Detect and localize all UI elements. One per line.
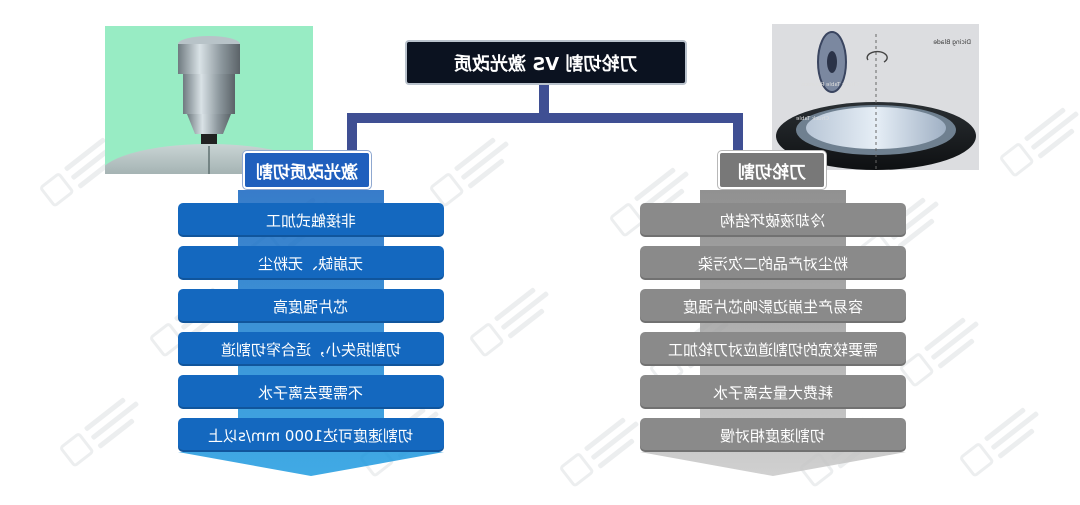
laser-item-text: 无崩缺、无粉尘: [258, 254, 364, 273]
blade-item-text: 耗费大量去离子水: [712, 383, 833, 402]
watermark-mark: [465, 277, 565, 370]
page-title: 刀轮切割 VS 激光改质: [405, 40, 687, 85]
laser-item: 无崩缺、无粉尘: [178, 246, 444, 280]
photo-label-dicing-blade: Dicing Blade: [933, 39, 971, 46]
blade-item: 需要较宽的切割道应对刀轮加工: [640, 332, 906, 366]
laser-item: 不需要去离子水: [178, 375, 444, 409]
blade-column-header: 刀轮切割: [718, 151, 826, 189]
blade-item-text: 需要较宽的切割道应对刀轮加工: [667, 340, 878, 359]
laser-item-text: 切割损失小，适合窄切割道: [220, 340, 401, 359]
blade-header-text: 刀轮切割: [738, 162, 806, 183]
blade-item: 耗费大量去离子水: [640, 375, 906, 409]
blade-item: 冷却液破坏结构: [640, 203, 906, 237]
photo-label-chuck-rotation: Chuck Table Rotation: [801, 82, 859, 88]
laser-item: 非接触式加工: [178, 203, 444, 237]
laser-item: 芯片强度高: [178, 289, 444, 323]
laser-item: 切割速度可达1000 mm/s以上: [178, 418, 444, 452]
watermark-mark: [895, 307, 995, 400]
blade-item: 切割速度相对慢: [640, 418, 906, 452]
dicing-blade-photo: Dicing Blade Chuck Table Rotation Chuck …: [772, 24, 979, 170]
laser-item-text: 不需要去离子水: [258, 383, 364, 402]
watermark-mark: [55, 387, 155, 480]
laser-item-text: 切割速度可达1000 mm/s以上: [208, 426, 414, 445]
laser-item-text: 芯片强度高: [273, 297, 349, 316]
title-text: 刀轮切割 VS 激光改质: [454, 53, 638, 75]
laser-item-text: 非接触式加工: [265, 211, 356, 230]
dicing-blade-icon: Dicing Blade Chuck Table Rotation Chuck …: [776, 31, 976, 170]
blade-item: 粉尘对产品的二次污染: [640, 246, 906, 280]
laser-column-header: 激光改质切割: [243, 151, 371, 189]
watermark-mark: [995, 97, 1080, 190]
blade-item: 容易产生崩边影响芯片强度: [640, 289, 906, 323]
blade-item-text: 容易产生崩边影响芯片强度: [682, 297, 863, 316]
watermark-mark: [955, 397, 1055, 490]
blade-item-text: 切割速度相对慢: [720, 426, 826, 445]
connector-right-drop: [733, 113, 743, 153]
photo-label-chuck-table: Chuck Table: [795, 116, 829, 122]
connector-vertical-top: [539, 85, 549, 113]
blade-item-text: 冷却液破坏结构: [720, 211, 826, 230]
connector-horizontal: [347, 113, 743, 123]
blade-item-text: 粉尘对产品的二次污染: [697, 254, 848, 273]
laser-header-text: 激光改质切割: [256, 162, 358, 183]
connector-left-drop: [347, 113, 357, 153]
laser-item: 切割损失小，适合窄切割道: [178, 332, 444, 366]
